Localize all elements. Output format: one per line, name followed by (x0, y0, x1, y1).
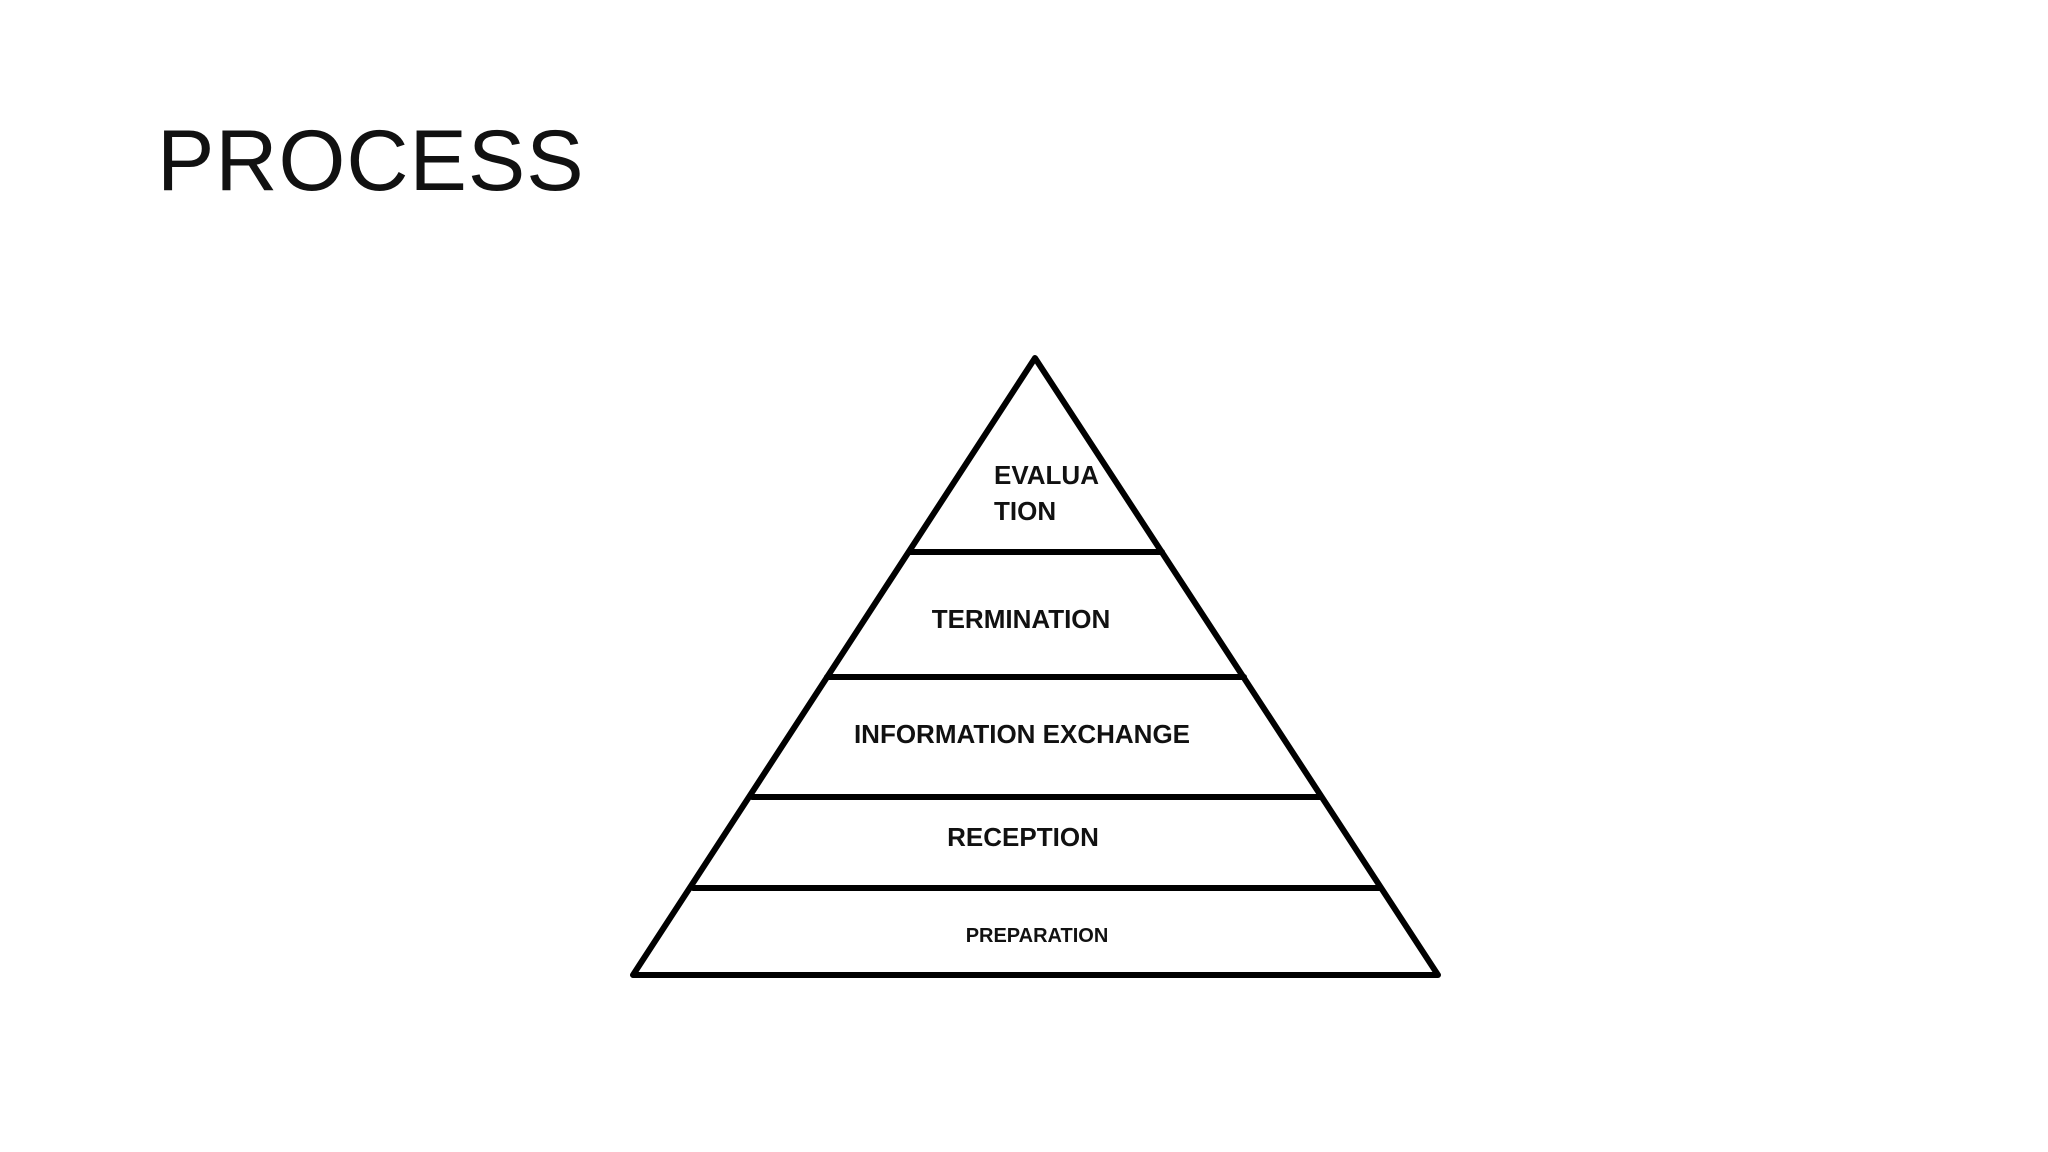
pyramid-level-reception: RECEPTION (947, 822, 1099, 852)
pyramid-level-termination: TERMINATION (932, 604, 1111, 634)
pyramid-level-evaluation-line1: EVALUA (994, 460, 1099, 490)
pyramid-level-preparation: PREPARATION (966, 925, 1109, 947)
slide-title: PROCESS (157, 113, 585, 209)
pyramid-level-information-exchange: INFORMATION EXCHANGE (854, 719, 1190, 749)
pyramid-outline (630, 355, 1441, 978)
pyramid-level-evaluation-line2: TION (994, 496, 1056, 526)
